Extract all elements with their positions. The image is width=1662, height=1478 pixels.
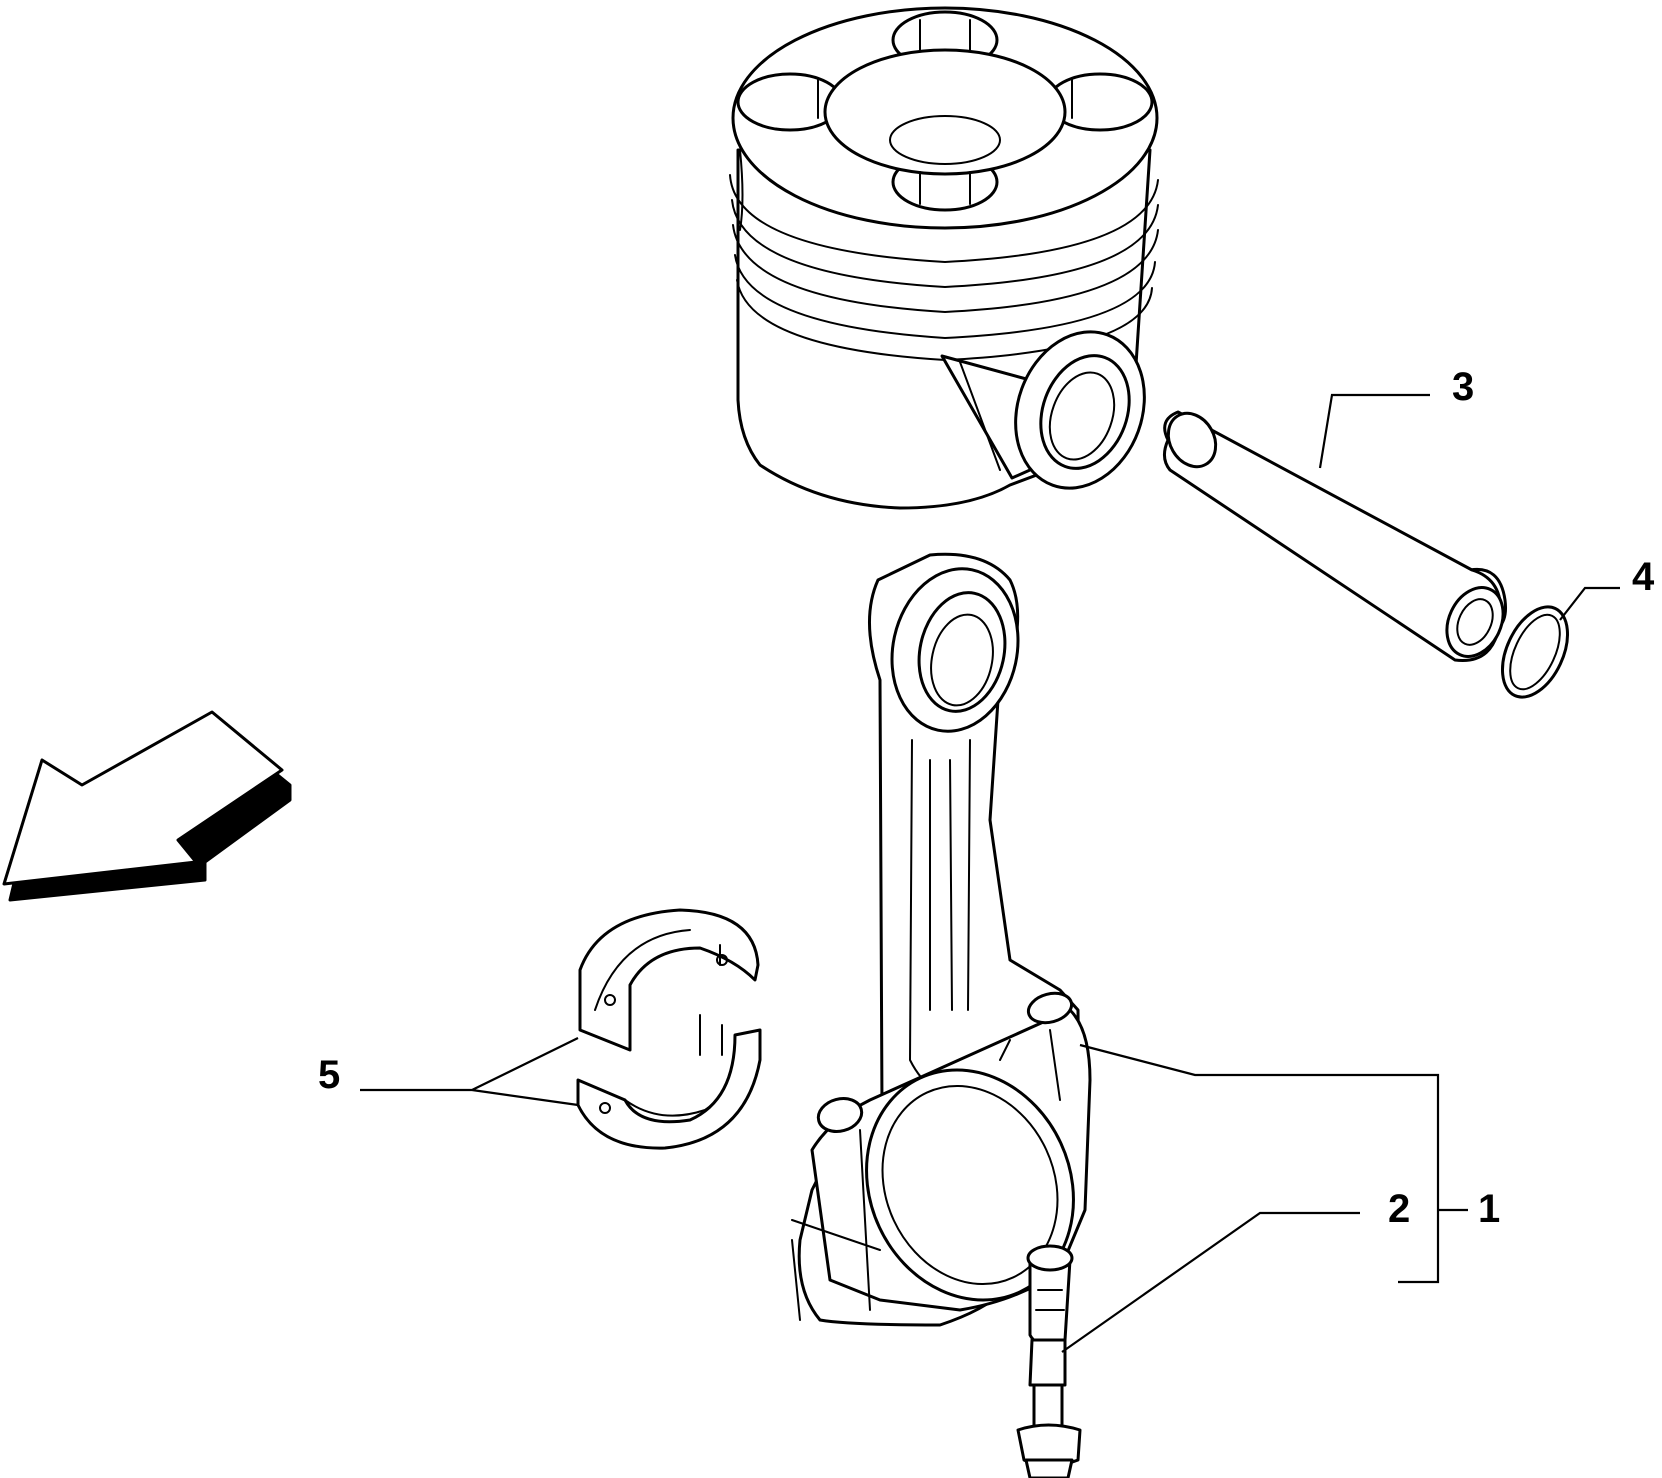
leader-4 (1559, 586, 1620, 621)
connecting-rod-bolt (1016, 1244, 1082, 1478)
callout-5: 5 (318, 1053, 340, 1097)
callout-4: 4 (1632, 555, 1655, 599)
piston-pin (1163, 410, 1508, 662)
connecting-rod (791, 552, 1092, 1327)
piston (729, 6, 1159, 510)
leader-2 (1061, 1211, 1360, 1353)
leader-5 (360, 1037, 579, 1107)
bearing-shells (576, 908, 762, 1150)
callout-2: 2 (1388, 1187, 1410, 1231)
leader-1 (1079, 1043, 1468, 1284)
callout-3: 3 (1452, 365, 1474, 409)
leader-3 (1318, 393, 1430, 469)
callout-1: 1 (1478, 1187, 1500, 1231)
leader-lines (360, 393, 1620, 1353)
arrow-down-left-icon (2, 710, 292, 902)
circlip (1501, 605, 1569, 699)
